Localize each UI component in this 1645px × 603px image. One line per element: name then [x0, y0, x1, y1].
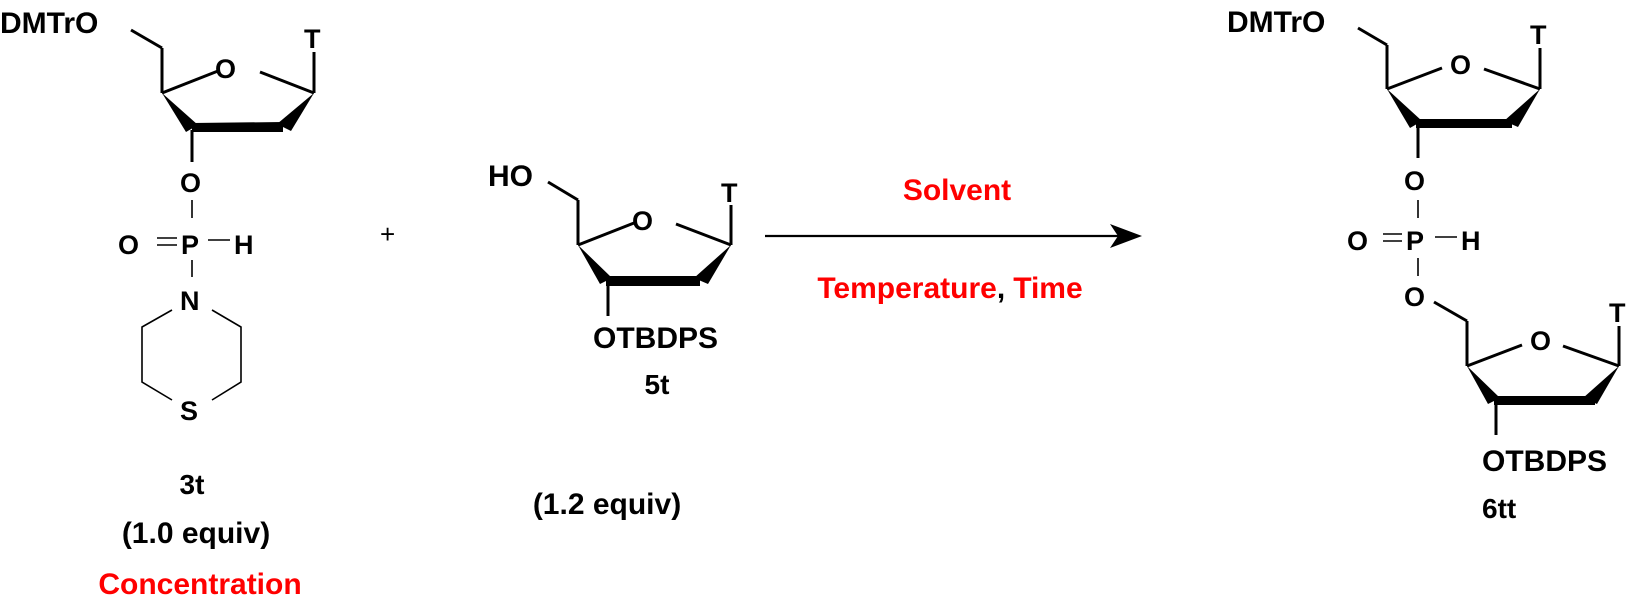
- phosphorus-label: P: [181, 230, 199, 260]
- plus-sign: +: [380, 219, 395, 249]
- arrow-head-icon: [1110, 224, 1142, 248]
- phosphorus-label-product: P: [1406, 226, 1424, 256]
- ring-oxygen-label-5t: O: [632, 206, 653, 236]
- nitrogen-label: N: [180, 286, 200, 316]
- base-t-top-label: T: [1530, 20, 1547, 50]
- conditions-line: Temperature,Time: [817, 272, 1082, 305]
- phosphoryl-oxygen-label-product: O: [1347, 226, 1368, 256]
- hydrogen-label: H: [234, 230, 254, 260]
- base-t-label-5t: T: [721, 178, 738, 208]
- comma-separator: ,: [997, 272, 1005, 305]
- compound-id-3t: 3t: [180, 469, 205, 500]
- reactant-3t: DMTrO O T O O P H N S 3t (1.0 equiv): [0, 7, 321, 601]
- otbdps-label-product: OTBDPS: [1482, 445, 1607, 478]
- equiv-5t: (1.2 equiv): [533, 488, 681, 521]
- phosphoryl-oxygen-label: O: [118, 230, 139, 260]
- equiv-3t: (1.0 equiv): [122, 517, 270, 550]
- hydroxyl-label: HO: [488, 160, 533, 193]
- compound-id-6tt: 6tt: [1482, 493, 1516, 524]
- time-label: Time: [1013, 272, 1082, 305]
- linker-oxygen-top-label: O: [1404, 166, 1425, 196]
- linker-oxygen-label: O: [180, 168, 201, 198]
- product-6tt: DMTrO O T O O P H O O T OTBDPS: [1227, 6, 1626, 524]
- reactant-5t: HO O T OTBDPS 5t (1.2 equiv): [488, 160, 738, 521]
- compound-id-5t: 5t: [645, 369, 670, 400]
- concentration-label: Concentration: [98, 568, 301, 601]
- temperature-label: Temperature: [817, 272, 997, 305]
- base-t-label: T: [304, 24, 321, 54]
- dmtro-label-product: DMTrO: [1227, 6, 1325, 39]
- ring-oxygen-top-label: O: [1450, 50, 1471, 80]
- dmtro-label: DMTrO: [0, 7, 98, 40]
- linker-oxygen-bottom-label: O: [1404, 282, 1425, 312]
- ring-oxygen-label: O: [215, 54, 236, 84]
- sulfur-label: S: [180, 396, 198, 426]
- base-t-bottom-label: T: [1609, 298, 1626, 328]
- solvent-label: Solvent: [903, 174, 1011, 207]
- otbdps-label-5t: OTBDPS: [593, 322, 718, 355]
- hydrogen-label-product: H: [1461, 226, 1481, 256]
- reaction-arrow: Solvent Temperature,Time: [765, 174, 1142, 305]
- ring-oxygen-bottom-label: O: [1530, 326, 1551, 356]
